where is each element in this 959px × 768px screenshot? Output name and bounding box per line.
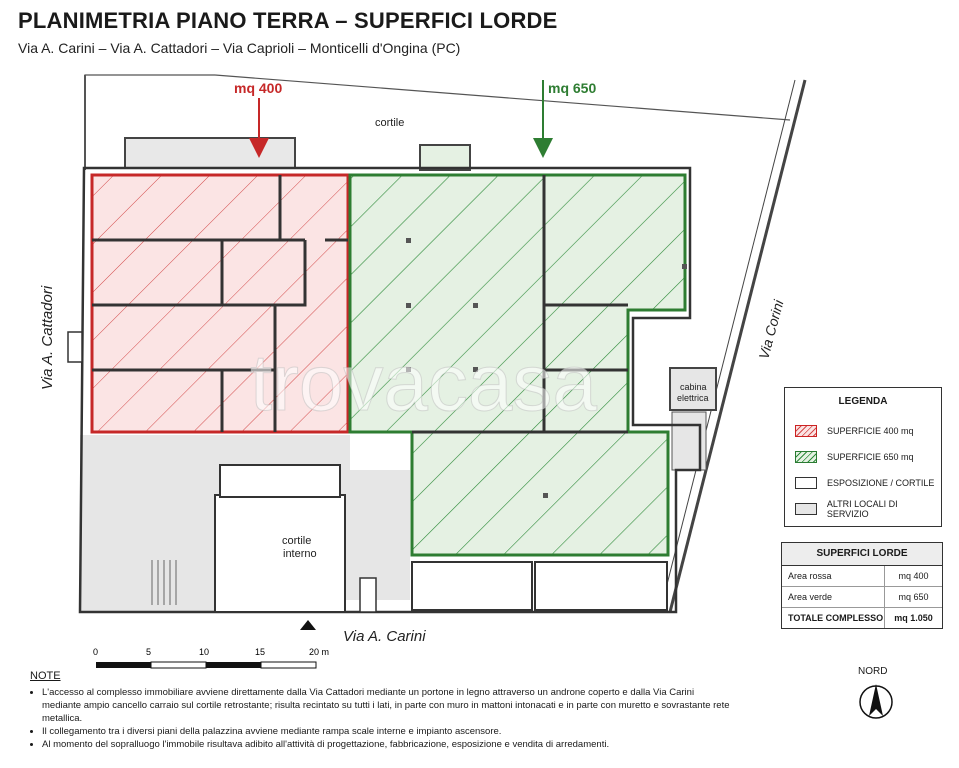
- green-area-walls: [412, 175, 628, 434]
- summary-label: Area rossa: [782, 566, 885, 586]
- callout-green: mq 650: [548, 80, 596, 96]
- building-outline: [78, 166, 702, 614]
- label-cortile-interno: interno: [283, 548, 317, 560]
- compass-icon: [859, 684, 893, 719]
- pillars: [406, 238, 687, 498]
- legend: LEGENDA SUPERFICIE 400 mq SUPERFICIE 650…: [784, 387, 942, 527]
- note-item: L'accesso al complesso immobiliare avvie…: [42, 686, 730, 725]
- legend-swatch-green: [795, 451, 817, 463]
- summary-label: TOTALE COMPLESSO: [782, 608, 885, 628]
- street-corini: Via Corini: [755, 297, 786, 360]
- label-cabina: cabina: [680, 382, 707, 392]
- page-title: PLANIMETRIA PIANO TERRA – SUPERFICI LORD…: [18, 8, 558, 33]
- entrance-marker: [300, 620, 316, 630]
- legend-swatch-red: [795, 425, 817, 437]
- note-item: Al momento del sopralluogo l'immobile ri…: [42, 738, 730, 751]
- legend-label: ESPOSIZIONE / CORTILE: [827, 478, 935, 488]
- label-cortile: cortile: [375, 117, 404, 129]
- legend-item: ALTRI LOCALI DI SERVIZIO: [785, 496, 941, 522]
- side-door: [67, 331, 83, 363]
- label-cabina: elettrica: [677, 393, 709, 403]
- service-room: [124, 137, 296, 169]
- summary-value: mq 400: [898, 571, 929, 581]
- page-subtitle: Via A. Carini – Via A. Cattadori – Via C…: [18, 40, 461, 56]
- summary-row: Area verde mq 650: [782, 587, 942, 608]
- legend-swatch-grey: [795, 503, 817, 515]
- summary-table: SUPERFICI LORDE Area rossa mq 400 Area v…: [781, 542, 943, 629]
- notes: NOTE L'accesso al complesso immobiliare …: [30, 670, 730, 751]
- compass-label: NORD: [858, 666, 888, 677]
- notes-title: NOTE: [30, 670, 61, 682]
- courtyard-fence-diagonal: [659, 79, 796, 613]
- street-cattadori: Via A. Cattadori: [39, 285, 56, 390]
- street-carini: Via A. Carini: [343, 628, 426, 645]
- service-room: [419, 144, 471, 171]
- legend-swatch-white: [795, 477, 817, 489]
- summary-value: mq 650: [898, 592, 929, 602]
- summary-value: mq 1.050: [894, 613, 933, 623]
- legend-title: LEGENDA: [838, 396, 888, 407]
- summary-row: Area rossa mq 400: [782, 566, 942, 587]
- scale-tick: 15: [255, 647, 265, 657]
- scale-tick: 10: [199, 647, 209, 657]
- scale-tick: 0: [93, 647, 98, 657]
- stair-lines: [151, 560, 177, 605]
- inner-courtyard: [214, 494, 346, 613]
- legend-label: ALTRI LOCALI DI SERVIZIO: [826, 499, 898, 519]
- summary-row-total: TOTALE COMPLESSO mq 1.050: [782, 608, 942, 628]
- legend-item: SUPERFICIE 650 mq: [785, 444, 941, 470]
- scale-bar: 0 5 10 15 20 m: [93, 647, 329, 669]
- inner-room: [359, 577, 377, 613]
- legend-label: SUPERFICIE 650 mq: [827, 452, 914, 462]
- summary-title: SUPERFICI LORDE: [782, 543, 942, 566]
- legend-label: SUPERFICIE 400 mq: [827, 426, 914, 436]
- courtyard-fence-diagonal: [668, 79, 807, 613]
- scale-tick: 5: [146, 647, 151, 657]
- electrical-cabin: [669, 367, 717, 411]
- summary-label: Area verde: [782, 587, 885, 607]
- south-rooms: [411, 561, 668, 611]
- callout-red: mq 400: [234, 80, 282, 96]
- legend-item: ESPOSIZIONE / CORTILE: [785, 470, 941, 496]
- inner-room: [219, 464, 341, 498]
- note-item: Il collegamento tra i diversi piani dell…: [42, 725, 730, 738]
- label-cortile-interno: cortile: [282, 535, 311, 547]
- watermark: trovacasa: [250, 338, 597, 427]
- red-area-walls: [92, 175, 348, 432]
- legend-item: SUPERFICIE 400 mq: [785, 418, 941, 444]
- scale-tick: 20 m: [309, 647, 329, 657]
